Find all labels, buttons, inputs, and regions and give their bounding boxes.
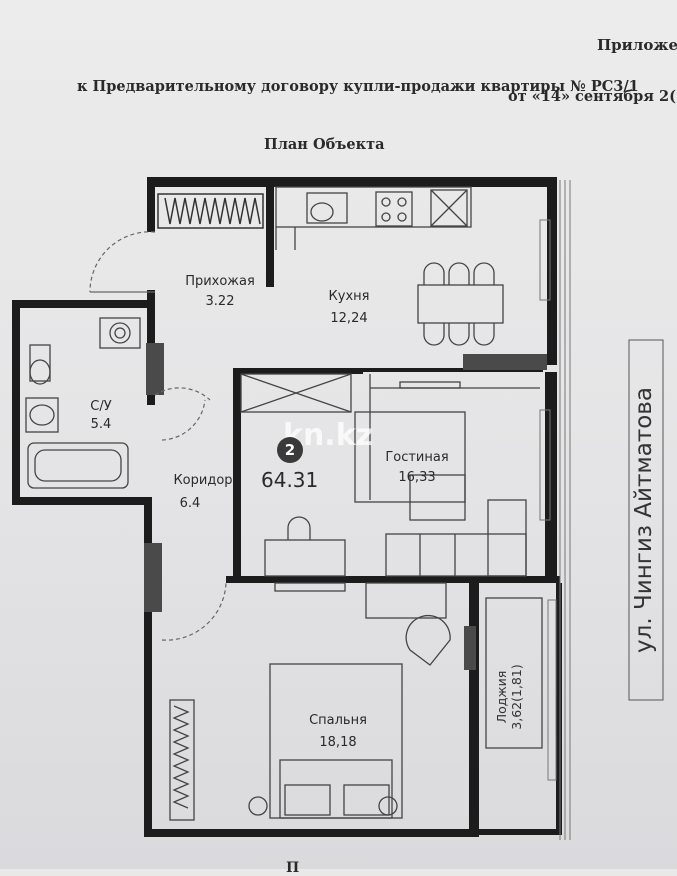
room-label-bedroom-name: Спальня [309,713,367,728]
exterior-wall-band [539,180,571,840]
bathroom-fixtures [25,317,141,489]
room-label-loggia: Лоджия 3,62(1,81) [494,664,524,729]
door-swings [89,231,227,641]
contract-date: от «14» сентября 2( [508,88,676,105]
room-label-bedroom-area: 18,18 [319,735,356,750]
wardrobe [157,193,264,229]
loggia-area: 3,62(1,81) [509,664,524,730]
room-label-kitchen-area: 12,24 [330,311,367,326]
room-label-hall-area: 3.22 [206,294,235,309]
room-label-hall-name: Прихожая [185,274,255,289]
room-label-living-area: 16,33 [398,470,435,485]
walls [12,177,562,837]
room-label-corridor-area: 6.4 [180,496,201,511]
room-label-bath-name: С/У [90,399,111,414]
living-furniture [240,373,540,577]
contract-reference: к Предварительному договору купли-продаж… [77,78,639,95]
street-label-frame [628,339,664,701]
loggia-name: Лоджия [494,670,509,724]
room-label-kitchen-name: Кухня [329,289,370,304]
street-name: ул. Чингиз Айтматова [631,387,657,653]
total-area: 64.31 [261,468,319,492]
dining-table [417,262,504,346]
plan-title: План Объекта [264,136,385,153]
room-label-bath-area: 5.4 [91,417,112,432]
rooms-count-badge: 2 [277,437,303,463]
room-label-living-name: Гостиная [385,450,448,465]
room-label-corridor-name: Коридор [173,473,232,488]
appendix-heading: Приложе [597,36,677,54]
bedroom-furniture [169,582,543,821]
wall-openings [144,343,547,670]
kitchen-counter [275,186,472,250]
